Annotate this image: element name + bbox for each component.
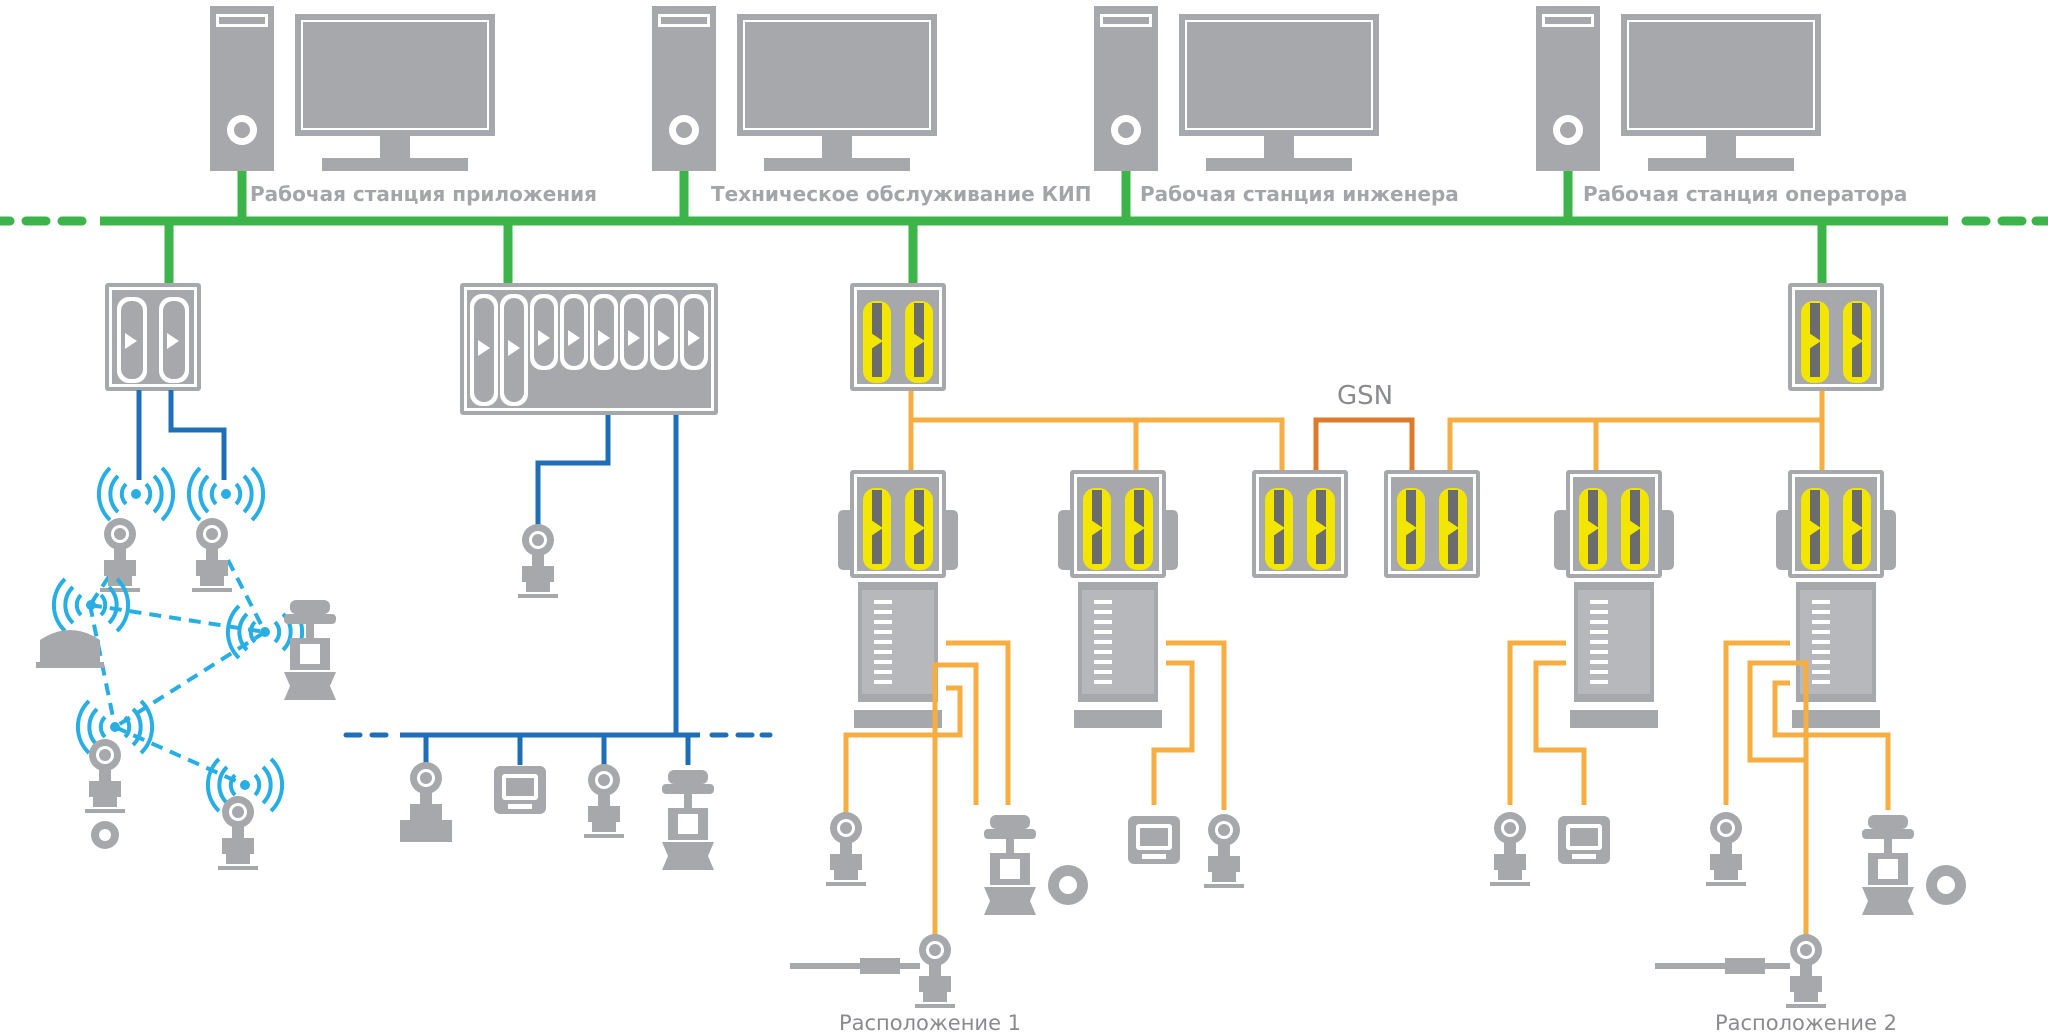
wireless-valve [225,600,336,700]
workstation-tower-icon [1094,6,1379,171]
safety-controller-icon [1252,470,1348,578]
safety-controller-icon [1384,470,1480,578]
workstation-engineer [1094,6,1379,171]
transmitter-icon [1490,812,1530,886]
wireless-gateway-right [186,466,266,592]
gsn-controller-right [1384,470,1480,578]
safety-node-2 [1058,470,1178,728]
fieldbus-flowmeter [400,762,452,842]
io-module-icon [1776,470,1896,728]
location-label: Расположение 2 [1715,1011,1897,1035]
safety-controller-icon [850,283,946,391]
wireless-gateway-left [96,466,176,592]
transmitter-icon [1706,812,1746,886]
safety-node-4 [1776,470,1896,728]
temperature-probe-icon [915,934,955,1008]
safety-controller-top-2 [1788,283,1884,391]
transmitter-icon [218,796,258,870]
wireless-transmitter-bottom-right [205,757,285,870]
transmitter-icon [1204,814,1244,888]
transmitter-icon [584,764,624,838]
transmitter-icon [85,739,125,813]
io-module-icon [1554,470,1674,728]
safety-node-1 [838,470,958,728]
workstation-operator [1536,6,1821,171]
gsn-controller-left [1252,470,1348,578]
transmitter-icon [518,524,558,598]
io-temperature-probe-2 [1655,934,1826,1008]
gsn-link [1313,417,1415,470]
control-valve-icon [284,600,336,700]
transmitter-icon [192,518,232,592]
safety-node-3 [1554,470,1674,728]
control-valve-icon [984,815,1036,915]
workstation-label: Рабочая станция оператора [1583,182,1907,206]
control-valve-icon [1862,815,1914,915]
workstation-tower-icon [652,6,937,171]
controller-drops [164,221,1827,283]
temperature-probe-icon [1786,934,1826,1008]
traditional-controller [460,283,718,415]
workstation-tower-icon [210,6,495,171]
io-wiring-location-1 [843,640,1227,935]
workstation-label: Техническое обслуживание КИП [711,182,1091,206]
gsn-label: GSN [1337,381,1393,411]
workstation-tower-icon [1536,6,1821,171]
wireless-fieldbus [136,390,227,480]
workstation-maintenance [652,6,937,171]
workstation-label: Рабочая станция приложения [250,182,597,206]
wireless-device-gateway [36,577,131,668]
display-meter-icon [1558,816,1610,864]
transmitter-icon [826,812,866,886]
location-label: Расположение 1 [839,1011,1021,1035]
controller-icon [105,283,201,391]
wireless-gateway-icon [36,630,104,668]
io-module-icon [838,470,958,728]
io-valve-flanged [984,815,1088,915]
io-temperature-probe [790,934,955,1008]
wireless-signal-icon [51,577,131,633]
safety-controller-icon [1788,283,1884,391]
wireless-signal-icon [96,466,176,522]
display-meter-icon [1128,816,1180,864]
local-safety-network [908,391,1825,470]
safety-controller-top-1 [850,283,946,391]
io-valve-flanged-2 [1862,815,1966,915]
io-wiring-location-2 [1507,640,1891,935]
io-module-icon [1058,470,1178,728]
wireless-controller [105,283,201,391]
workstation-application [210,6,495,171]
wireless-transmitter-bottom-left [75,699,155,849]
control-valve-icon [662,770,714,870]
foundation-fieldbus [400,415,700,765]
workstation-drops [237,171,1573,222]
display-meter-icon [494,766,546,814]
workstation-label: Рабочая станция инженера [1140,182,1459,206]
